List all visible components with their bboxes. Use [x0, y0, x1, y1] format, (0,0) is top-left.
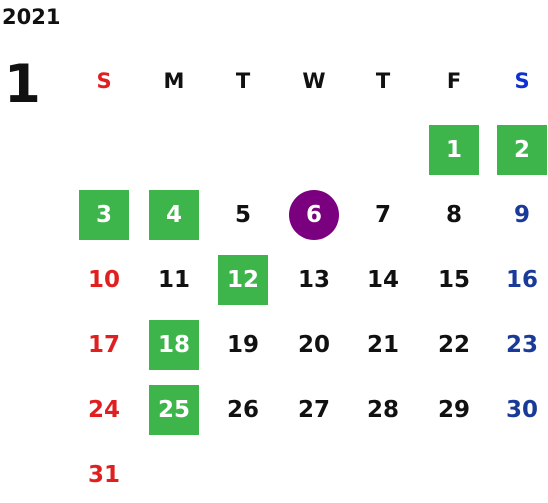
weekday-header-0: S — [96, 69, 112, 93]
day-30[interactable]: 30 — [505, 397, 538, 423]
weekday-header-1: M — [163, 69, 185, 93]
day-11[interactable]: 11 — [157, 267, 190, 293]
day-28[interactable]: 28 — [366, 397, 399, 423]
day-6[interactable]: 6 — [289, 190, 339, 240]
day-26[interactable]: 26 — [226, 397, 259, 423]
day-20[interactable]: 20 — [297, 332, 330, 358]
day-19[interactable]: 19 — [226, 332, 259, 358]
day-27[interactable]: 27 — [297, 397, 330, 423]
day-31[interactable]: 31 — [87, 462, 120, 488]
day-15[interactable]: 15 — [437, 267, 470, 293]
day-2[interactable]: 2 — [497, 125, 547, 175]
day-10[interactable]: 10 — [87, 267, 120, 293]
weekday-header-4: T — [375, 69, 391, 93]
weekday-header-5: F — [446, 69, 462, 93]
weekday-header-2: T — [235, 69, 251, 93]
day-21[interactable]: 21 — [366, 332, 399, 358]
day-13[interactable]: 13 — [297, 267, 330, 293]
month-number: 1 — [4, 54, 41, 115]
day-8[interactable]: 8 — [445, 202, 462, 228]
day-4[interactable]: 4 — [149, 190, 199, 240]
day-12[interactable]: 12 — [218, 255, 268, 305]
weekday-header-3: W — [302, 69, 326, 93]
day-14[interactable]: 14 — [366, 267, 399, 293]
day-29[interactable]: 29 — [437, 397, 470, 423]
day-24[interactable]: 24 — [87, 397, 120, 423]
day-1[interactable]: 1 — [429, 125, 479, 175]
day-23[interactable]: 23 — [505, 332, 538, 358]
weekday-header-6: S — [514, 69, 530, 93]
day-5[interactable]: 5 — [234, 202, 251, 228]
day-9[interactable]: 9 — [513, 202, 530, 228]
day-22[interactable]: 22 — [437, 332, 470, 358]
day-18[interactable]: 18 — [149, 320, 199, 370]
day-3[interactable]: 3 — [79, 190, 129, 240]
day-7[interactable]: 7 — [374, 202, 391, 228]
day-25[interactable]: 25 — [149, 385, 199, 435]
day-17[interactable]: 17 — [87, 332, 120, 358]
year-label: 2021 — [2, 5, 61, 29]
day-16[interactable]: 16 — [505, 267, 538, 293]
